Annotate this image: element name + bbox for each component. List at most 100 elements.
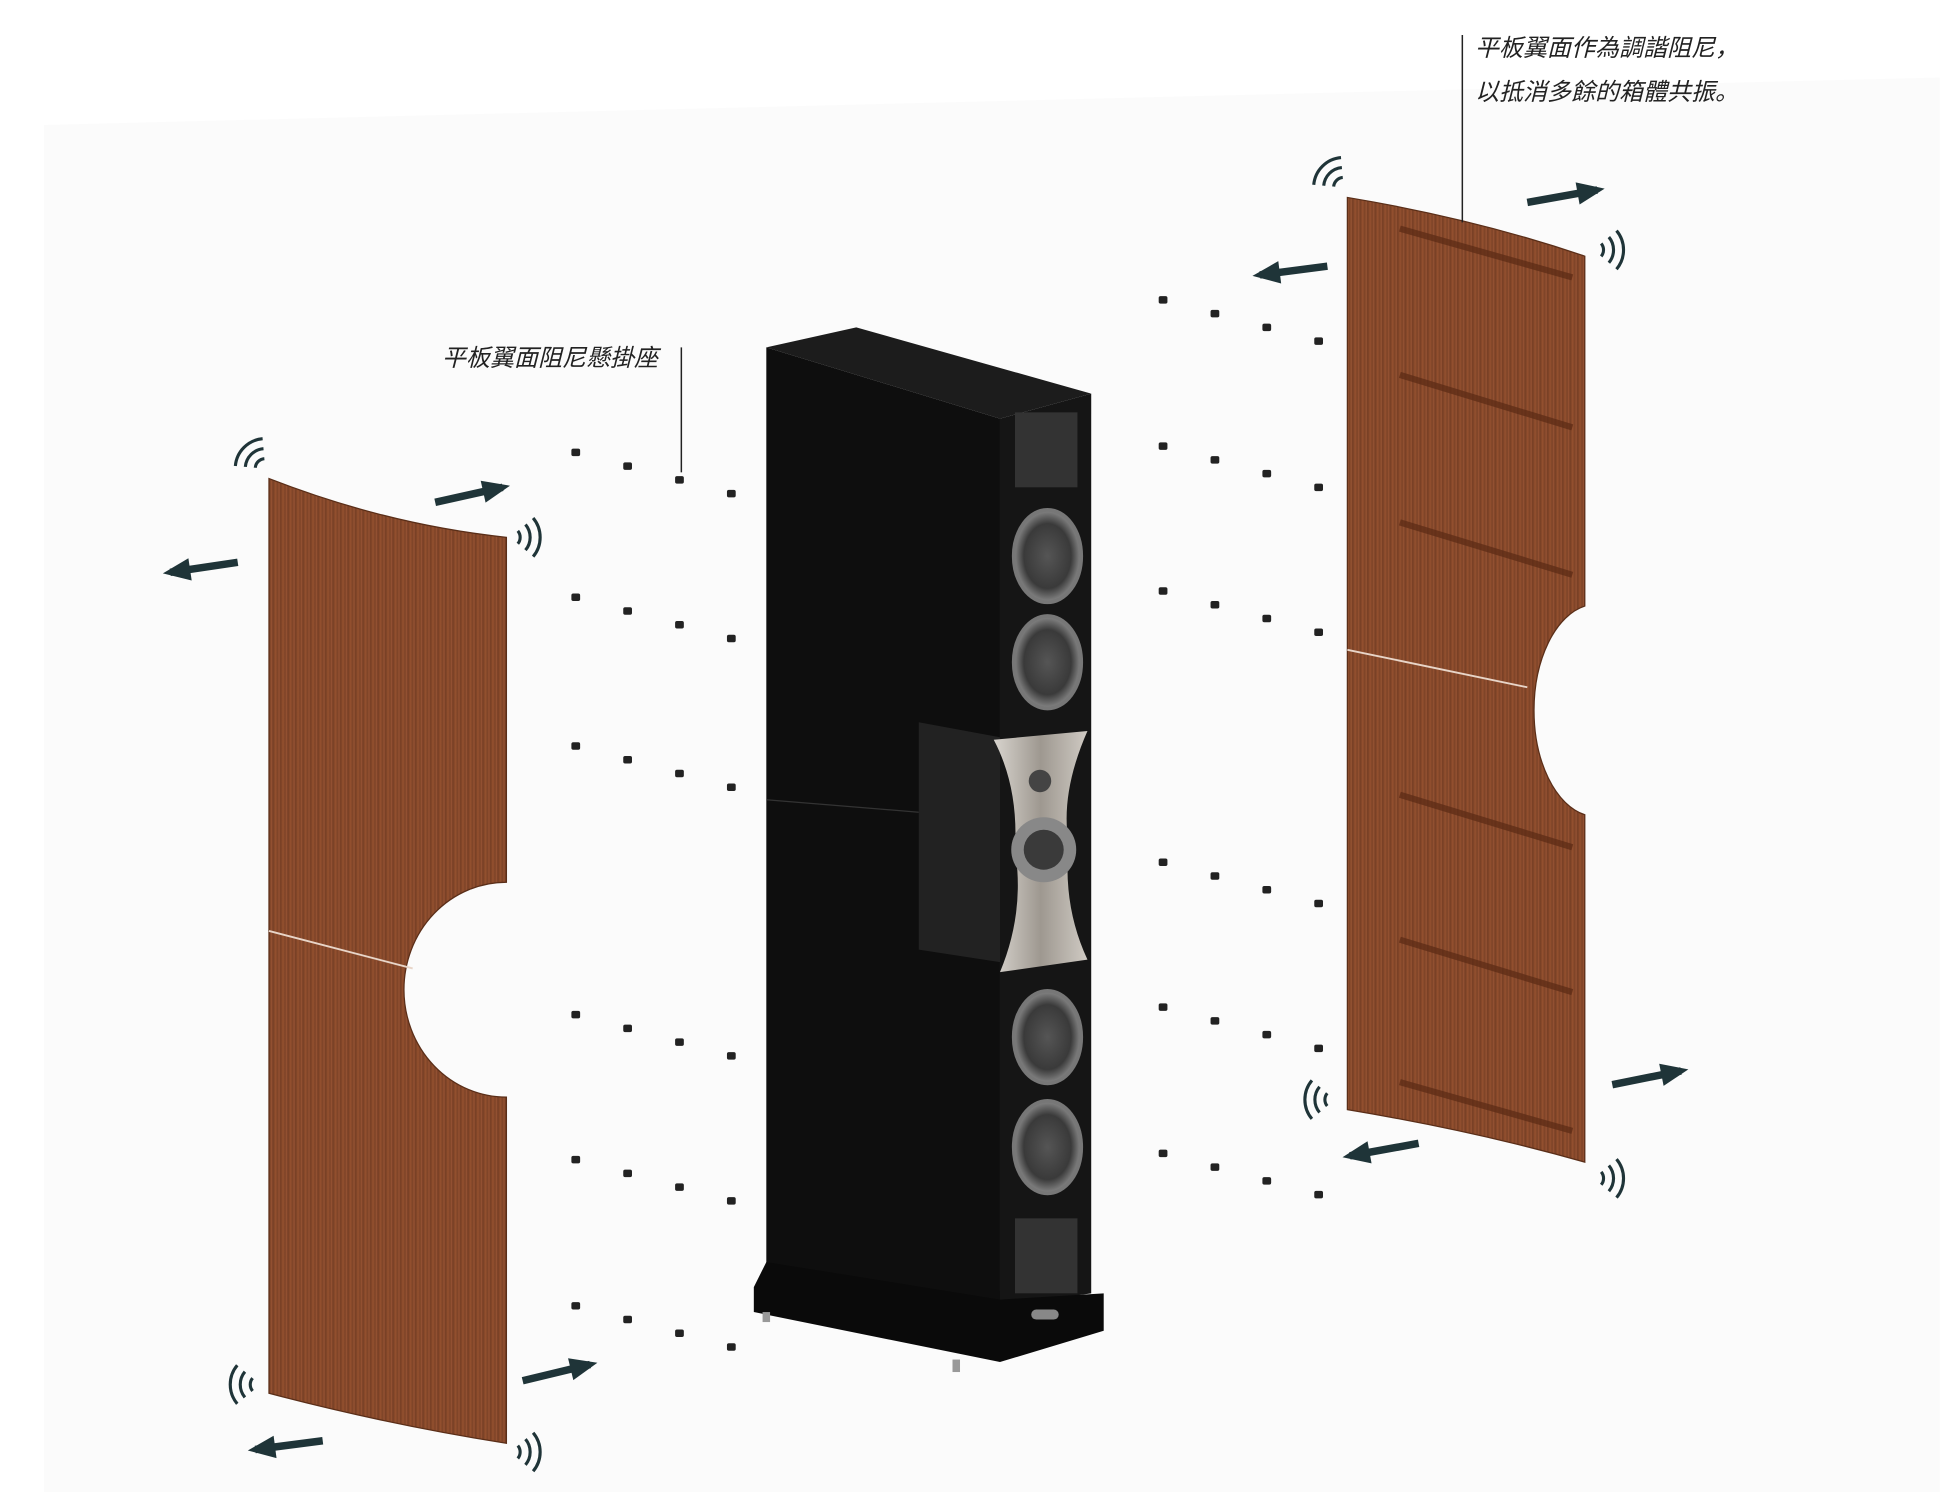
bottom-vent [1014,1218,1078,1294]
mount-dot [675,621,684,629]
mount-dot [675,476,684,484]
mount-dot [623,1169,632,1178]
arrowhead-icon [1659,1063,1689,1086]
mount-dot [1262,1030,1272,1039]
mount-dot [1314,337,1324,345]
wave-arc [1615,229,1626,271]
mount-dot [1210,1163,1220,1171]
mount-dot [1210,872,1220,880]
wave-arc [516,529,522,545]
vibration-icon [1599,1158,1626,1199]
wave-arc [1332,175,1344,187]
mount-dot [623,1315,632,1324]
arrowhead-icon [480,480,510,503]
wave-arc [233,437,263,467]
mount-dot [675,1183,684,1191]
wave-arc [1607,236,1616,264]
wave-arc [1313,1085,1321,1114]
arrowhead-icon [247,1435,277,1459]
mount-dot [675,1038,684,1046]
mount-dot [675,769,684,778]
panel-label-line2: 以抵消多餘的箱體共振。 [1475,78,1739,106]
mount-dot [726,1052,736,1060]
damping-mounts [571,296,1324,1351]
mount-dot [726,1343,736,1351]
arrowhead-icon [568,1358,598,1381]
mount-dot [675,1329,684,1338]
vibration-icon [1303,1079,1329,1120]
mount-dot [1314,1190,1324,1199]
mount-dot [571,1155,581,1164]
mount-dot [571,448,581,457]
wave-arc [243,447,264,468]
vibration-icon [516,1431,542,1473]
wave-arc [1322,165,1343,186]
wave-arc [516,1444,522,1460]
top-vent [1014,412,1078,488]
wave-arc [524,1438,532,1466]
panel-label-line1: 平板翼面作為調諧阻尼， [1475,34,1739,62]
vibration-icon [1599,229,1626,271]
mount-dot [1158,587,1168,595]
mount-dot [1158,1149,1168,1158]
mount-dot [1158,858,1168,866]
mount-dot [623,607,632,615]
mount-dot [1158,296,1168,304]
mount-dot [1210,601,1220,609]
mount-dot [1262,469,1272,478]
tweeter-driver [1023,829,1064,870]
right-wood-panel [1346,196,1586,1163]
mount-dot [1158,1003,1168,1011]
speaker-cabinet [753,327,1104,1373]
wave-arc [1303,1079,1314,1120]
vibration-icon [228,1364,254,1405]
arrowhead-icon [162,558,192,581]
arrowhead-icon [1575,182,1605,205]
wave-arc [531,517,542,558]
mount-dot [726,1197,736,1205]
plinth [753,1262,1104,1363]
wave-arc [1615,1158,1626,1199]
wave-arc [531,1431,542,1473]
mount-dot [1158,442,1168,450]
mount-dot [571,1010,581,1019]
mount-dot [1210,456,1220,464]
brand-badge [1031,1309,1059,1320]
wave-arc [253,457,265,469]
mount-dot [1314,628,1324,637]
wave-arc [1607,1164,1616,1193]
damping-ribs [1398,225,1574,1134]
mount-dot [726,783,736,791]
mount-dot [571,1302,581,1310]
wave-arc [238,1370,247,1399]
wave-arc [524,523,532,552]
wave-arc [1323,1092,1329,1108]
vibration-icons [228,156,1626,1473]
vibration-icon [233,437,265,469]
mount-dot [1314,483,1324,492]
wave-arc [248,1377,254,1392]
wave-arc [1599,242,1606,258]
mount-dot [1262,323,1272,332]
mount-dot [726,634,736,643]
mount-dot [1262,885,1272,894]
mount-dot [1314,1044,1324,1053]
mount-dot [571,742,581,750]
midrange-driver [1028,769,1052,793]
mount-dot [1210,309,1220,318]
left-wood-panel [268,477,508,1444]
arrowhead-icon [1252,261,1282,284]
vibration-icon [1312,156,1344,187]
mount-dot [623,462,632,470]
mount-dot [1314,899,1324,908]
wave-arc [1599,1170,1606,1186]
woofer-drivers [1011,507,1084,1196]
vibration-icon [516,517,542,558]
mount-dot [1262,614,1272,623]
motion-arrows [162,182,1689,1459]
mount-dot [726,489,736,498]
mount-dot [1262,1177,1272,1185]
mount-dot [623,1024,632,1033]
